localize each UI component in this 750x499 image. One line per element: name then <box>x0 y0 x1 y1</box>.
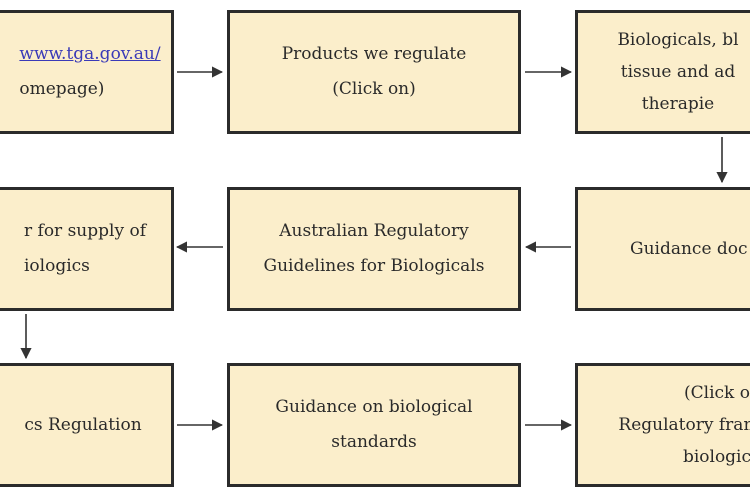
biologicals-line-2: tissue and ad <box>620 62 736 82</box>
supply-line-2: iologics <box>24 256 90 276</box>
node-biologicals: Biologicals, bl tissue and ad therapie <box>575 10 750 134</box>
node-regulatory-framework: (Click o Regulatory fram biologic <box>575 363 750 487</box>
node-biologics-regulation: cs Regulation <box>0 363 174 487</box>
node-australian-regulatory-guidelines: Australian Regulatory Guidelines for Bio… <box>227 187 521 311</box>
tga-homepage-label: omepage) <box>19 79 105 99</box>
guidance-docs-label: Guidance doc <box>630 238 748 259</box>
biologicals-line-3: therapie <box>641 94 715 114</box>
products-click-note: (Click on) <box>332 79 416 99</box>
node-supply-of-biologics: r for supply of iologics <box>0 187 174 311</box>
regulation-label: cs Regulation <box>24 414 142 435</box>
node-guidance-biological-standards: Guidance on biological standards <box>227 363 521 487</box>
node-tga-homepage: www.tga.gov.au/ omepage) <box>0 10 174 134</box>
node-products-we-regulate: Products we regulate (Click on) <box>227 10 521 134</box>
node-guidance-documents: Guidance doc <box>575 187 750 311</box>
argb-line-2: Guidelines for Biologicals <box>263 256 485 276</box>
framework-line-1: (Click o <box>684 383 750 403</box>
standards-line-1: Guidance on biological <box>275 397 473 417</box>
tga-homepage-link[interactable]: www.tga.gov.au/ <box>19 44 161 64</box>
framework-line-3: biologic <box>682 447 750 467</box>
argb-line-1: Australian Regulatory <box>279 221 469 241</box>
products-label: Products we regulate <box>281 44 467 64</box>
framework-line-2: Regulatory fram <box>618 415 750 435</box>
supply-line-1: r for supply of <box>24 221 146 241</box>
standards-line-2: standards <box>331 432 417 452</box>
biologicals-line-1: Biologicals, bl <box>617 30 739 50</box>
